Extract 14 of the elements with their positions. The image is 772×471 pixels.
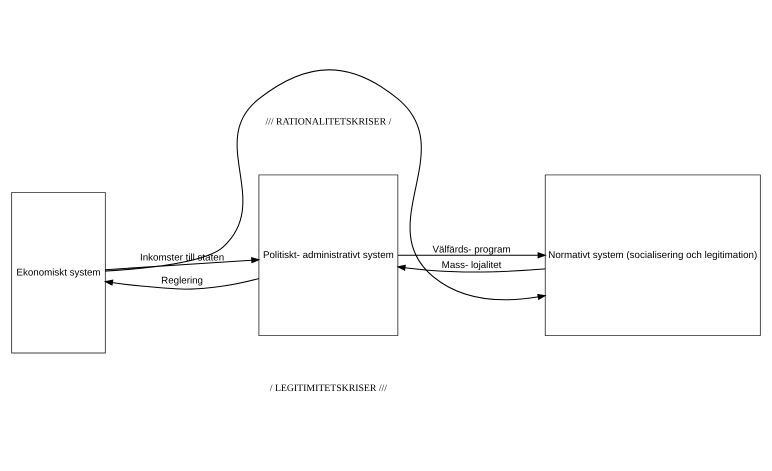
arrow [104,278,259,290]
edge-label: Mass- lojalitet [442,260,502,271]
arrow [396,264,546,273]
label: /// RATIONALITETSKRISER / [265,116,392,128]
edge-label: Inkomster till staten [140,252,224,264]
node-box: Ekonomiskt system [11,192,106,354]
node-box: Politiskt- administrativt system [258,174,398,336]
arrow [105,69,547,300]
arrow [105,257,260,270]
edge-label: Välfärds- program [432,244,511,256]
label: / LEGITIMITETSKRISER /// [270,383,387,394]
node-box: Normativt system (socialisering och legitimation) [544,174,761,336]
edge-label: Reglering [161,275,203,286]
arrow [398,252,547,258]
